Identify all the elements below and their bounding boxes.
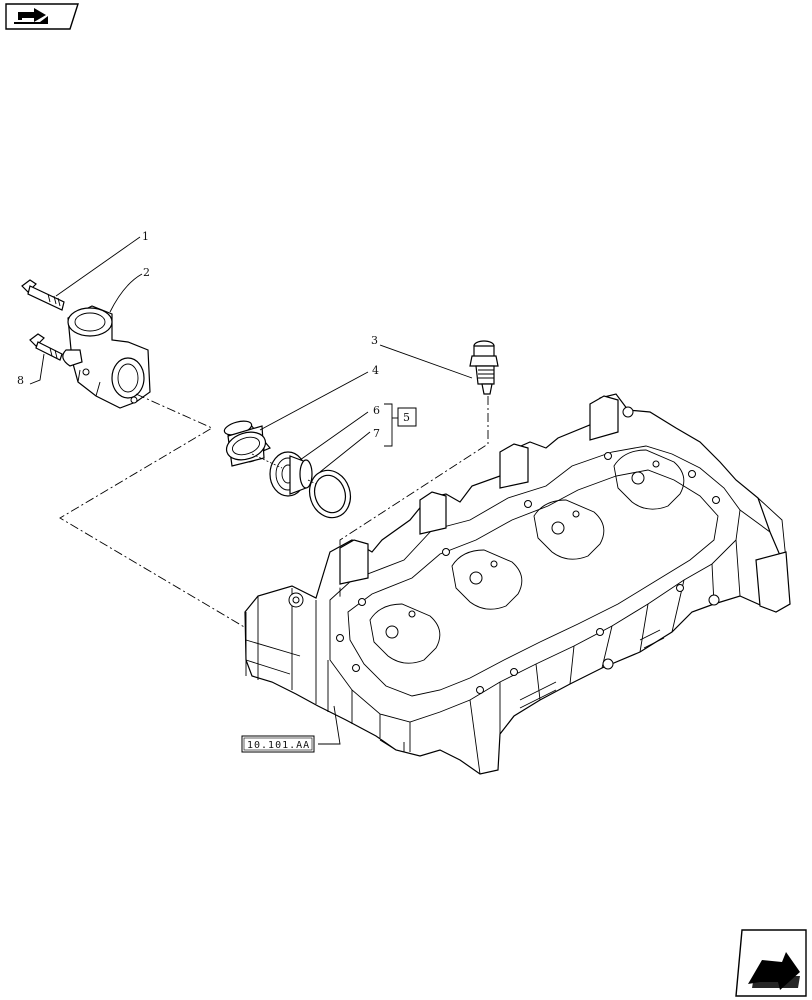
assembly-lines: [59, 393, 489, 629]
back-arrow-icon[interactable]: [5, 3, 79, 30]
callout-1: 1: [142, 230, 149, 243]
seal-ring: [308, 469, 352, 519]
callout-4: 4: [372, 364, 379, 377]
callout-2: 2: [143, 266, 150, 279]
callout-5: 5: [403, 411, 410, 424]
bolt-short: [29, 333, 63, 361]
callout-3: 3: [371, 334, 378, 347]
leader-lines: [29, 236, 473, 745]
temperature-sensor: [469, 340, 499, 395]
callout-labels: 1 2 3 4 6 7 8 5: [17, 230, 417, 440]
callout-7: 7: [373, 427, 380, 440]
thermostat: [269, 451, 313, 497]
bolt-long: [21, 279, 65, 311]
thermostat-housing: [62, 305, 151, 409]
sleeve: [223, 420, 271, 467]
cylinder-head: [244, 393, 791, 775]
reference-label: 10.101.AA: [247, 740, 310, 751]
next-arrow-icon[interactable]: [735, 929, 807, 997]
reference-box[interactable]: 10.101.AA: [241, 735, 315, 753]
callout-8: 8: [17, 374, 24, 387]
callout-6: 6: [373, 404, 380, 417]
